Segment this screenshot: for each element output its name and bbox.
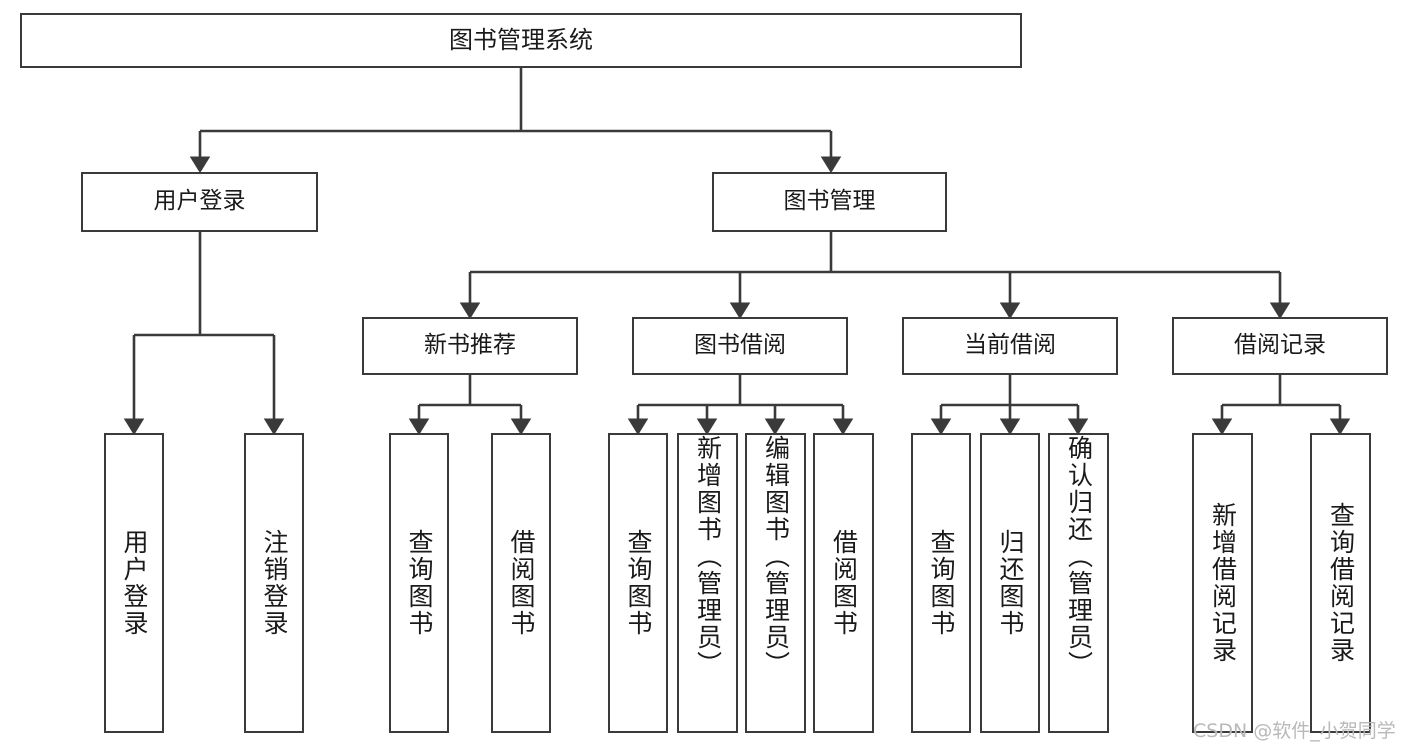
node-book-manage-label: 图书管理 — [783, 188, 876, 215]
leaf-label: 编辑图书（管理员） — [761, 435, 791, 678]
node-root[interactable]: 图书管理系统 — [20, 13, 1022, 68]
node-borrow-record[interactable]: 借阅记录 — [1172, 317, 1388, 375]
leaf-book-borrow-query[interactable]: 查询图书 — [608, 433, 668, 733]
leaf-new-book-query[interactable]: 查询图书 — [389, 433, 449, 733]
leaf-borrow-record-add[interactable]: 新增借阅记录 — [1192, 433, 1253, 733]
leaf-label: 归还图书 — [996, 529, 1025, 637]
node-new-book-recommend[interactable]: 新书推荐 — [362, 317, 578, 375]
node-book-manage[interactable]: 图书管理 — [712, 172, 947, 232]
leaf-label: 新增借阅记录 — [1208, 502, 1238, 664]
leaf-book-borrow-borrow[interactable]: 借阅图书 — [813, 433, 874, 733]
leaf-label: 查询借阅记录 — [1326, 502, 1356, 664]
leaf-label: 新增图书（管理员） — [693, 435, 723, 678]
leaf-current-borrow-return[interactable]: 归还图书 — [980, 433, 1040, 733]
node-current-borrow-label: 当前借阅 — [964, 332, 1056, 359]
leaf-label: 查询图书 — [927, 529, 956, 637]
leaf-label: 查询图书 — [405, 529, 434, 637]
node-root-label: 图书管理系统 — [449, 26, 593, 55]
leaf-current-borrow-query[interactable]: 查询图书 — [911, 433, 971, 733]
node-user-login[interactable]: 用户登录 — [81, 172, 318, 232]
node-current-borrow[interactable]: 当前借阅 — [902, 317, 1118, 375]
node-borrow-record-label: 借阅记录 — [1234, 332, 1326, 359]
leaf-borrow-record-query[interactable]: 查询借阅记录 — [1310, 433, 1371, 733]
leaf-current-borrow-confirm-return[interactable]: 确认归还（管理员） — [1048, 433, 1109, 733]
leaf-book-borrow-edit[interactable]: 编辑图书（管理员） — [745, 433, 806, 733]
leaf-label: 用户登录 — [120, 529, 149, 637]
leaf-user-login-login[interactable]: 用户登录 — [104, 433, 164, 733]
leaf-new-book-borrow[interactable]: 借阅图书 — [491, 433, 551, 733]
leaf-user-login-logout[interactable]: 注销登录 — [244, 433, 304, 733]
leaf-label: 借阅图书 — [829, 529, 859, 637]
node-book-borrow-label: 图书借阅 — [694, 332, 786, 359]
csdn-watermark: CSDN @软件_小贺同学 — [1193, 720, 1396, 742]
leaf-label: 注销登录 — [260, 529, 289, 637]
node-book-borrow[interactable]: 图书借阅 — [632, 317, 848, 375]
leaf-label: 借阅图书 — [507, 529, 536, 637]
node-user-login-label: 用户登录 — [153, 188, 246, 215]
leaf-label: 查询图书 — [624, 529, 653, 637]
leaf-book-borrow-add[interactable]: 新增图书（管理员） — [677, 433, 738, 733]
leaf-label: 确认归还（管理员） — [1064, 435, 1094, 678]
node-new-book-recommend-label: 新书推荐 — [424, 332, 516, 359]
